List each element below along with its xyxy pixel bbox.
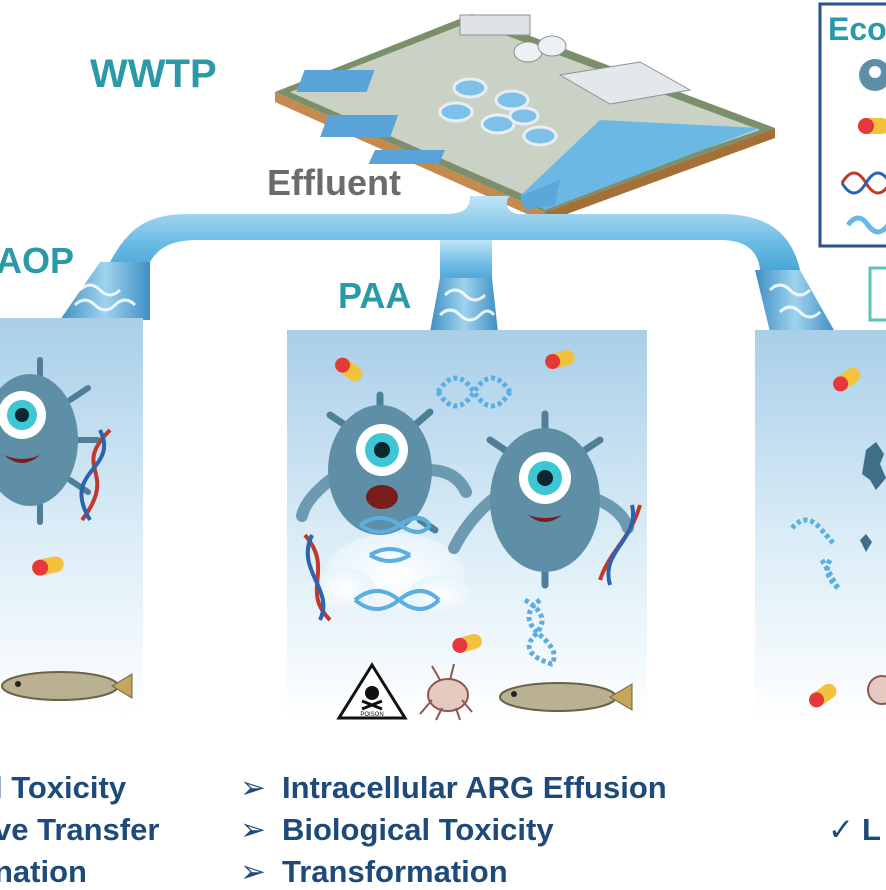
right-list-item-1: ✓L xyxy=(828,812,881,848)
left-list-item-2: ve Transfer xyxy=(0,812,160,847)
third-capsule-icon-2 xyxy=(809,683,837,708)
center-list-text-1: Intracellular ARG Effusion xyxy=(282,770,667,805)
paa-released-dna xyxy=(353,516,441,611)
paa-label: PAA xyxy=(338,275,412,316)
legend-plasmid-icon xyxy=(845,215,886,235)
paa-dna-helix-icon-right xyxy=(598,504,642,586)
bullet-arrow-icon: ➢ xyxy=(240,854,266,889)
eco-legend-box: Eco xyxy=(818,2,886,248)
center-list-item-1: ➢ Intracellular ARG Effusion xyxy=(240,770,667,806)
svg-text:POISON: POISON xyxy=(360,712,383,718)
effluent-pipe xyxy=(60,196,835,332)
bullet-arrow-icon: ➢ xyxy=(240,770,266,805)
poison-sign-icon: POISON xyxy=(336,662,408,720)
effluent-label: Effluent xyxy=(267,162,401,203)
paa-bacteria-icon-2 xyxy=(448,410,634,589)
paa-bacteria-icon-1 xyxy=(296,391,472,535)
aop-label: AOP xyxy=(0,240,75,281)
aop-dna-helix-icon xyxy=(79,428,112,522)
bullet-arrow-icon: ➢ xyxy=(240,812,266,847)
center-list-item-2: ➢ Biological Toxicity xyxy=(240,812,554,848)
left-list-item-3: nation xyxy=(0,854,87,889)
right-list-text-1: L xyxy=(862,812,881,847)
left-list-item-1: l Toxicity xyxy=(0,770,127,805)
paa-flea-icon xyxy=(419,663,473,721)
aop-capsule-icon xyxy=(32,556,64,576)
eco-legend-title: Eco xyxy=(828,11,886,47)
center-list-text-2: Biological Toxicity xyxy=(282,812,554,847)
aop-bacteria-icon xyxy=(0,357,101,525)
paa-plasmid-icon xyxy=(435,375,513,409)
paa-plasmid-icon-2 xyxy=(523,597,557,668)
paa-capsule-icon-1 xyxy=(335,357,363,382)
third-flea-icon xyxy=(867,675,886,705)
wwtp-label: WWTP xyxy=(90,52,217,96)
aop-fish-icon xyxy=(1,671,133,701)
paa-dna-helix-icon-left xyxy=(303,533,332,622)
paa-fish-icon xyxy=(499,682,633,712)
paa-capsule-icon-3 xyxy=(452,634,482,653)
third-capsule-icon-1 xyxy=(833,367,861,392)
paa-capsule-icon-2 xyxy=(545,350,575,369)
check-icon: ✓ xyxy=(828,812,854,847)
third-legend-box xyxy=(868,266,886,322)
wwtp-plant-illustration xyxy=(275,14,775,222)
third-plasmid-icon xyxy=(790,517,841,590)
third-bacteria-fragment-icon xyxy=(860,442,886,552)
center-list-text-3: Transformation xyxy=(282,854,508,889)
center-list-item-3: ➢ Transformation xyxy=(240,854,508,890)
